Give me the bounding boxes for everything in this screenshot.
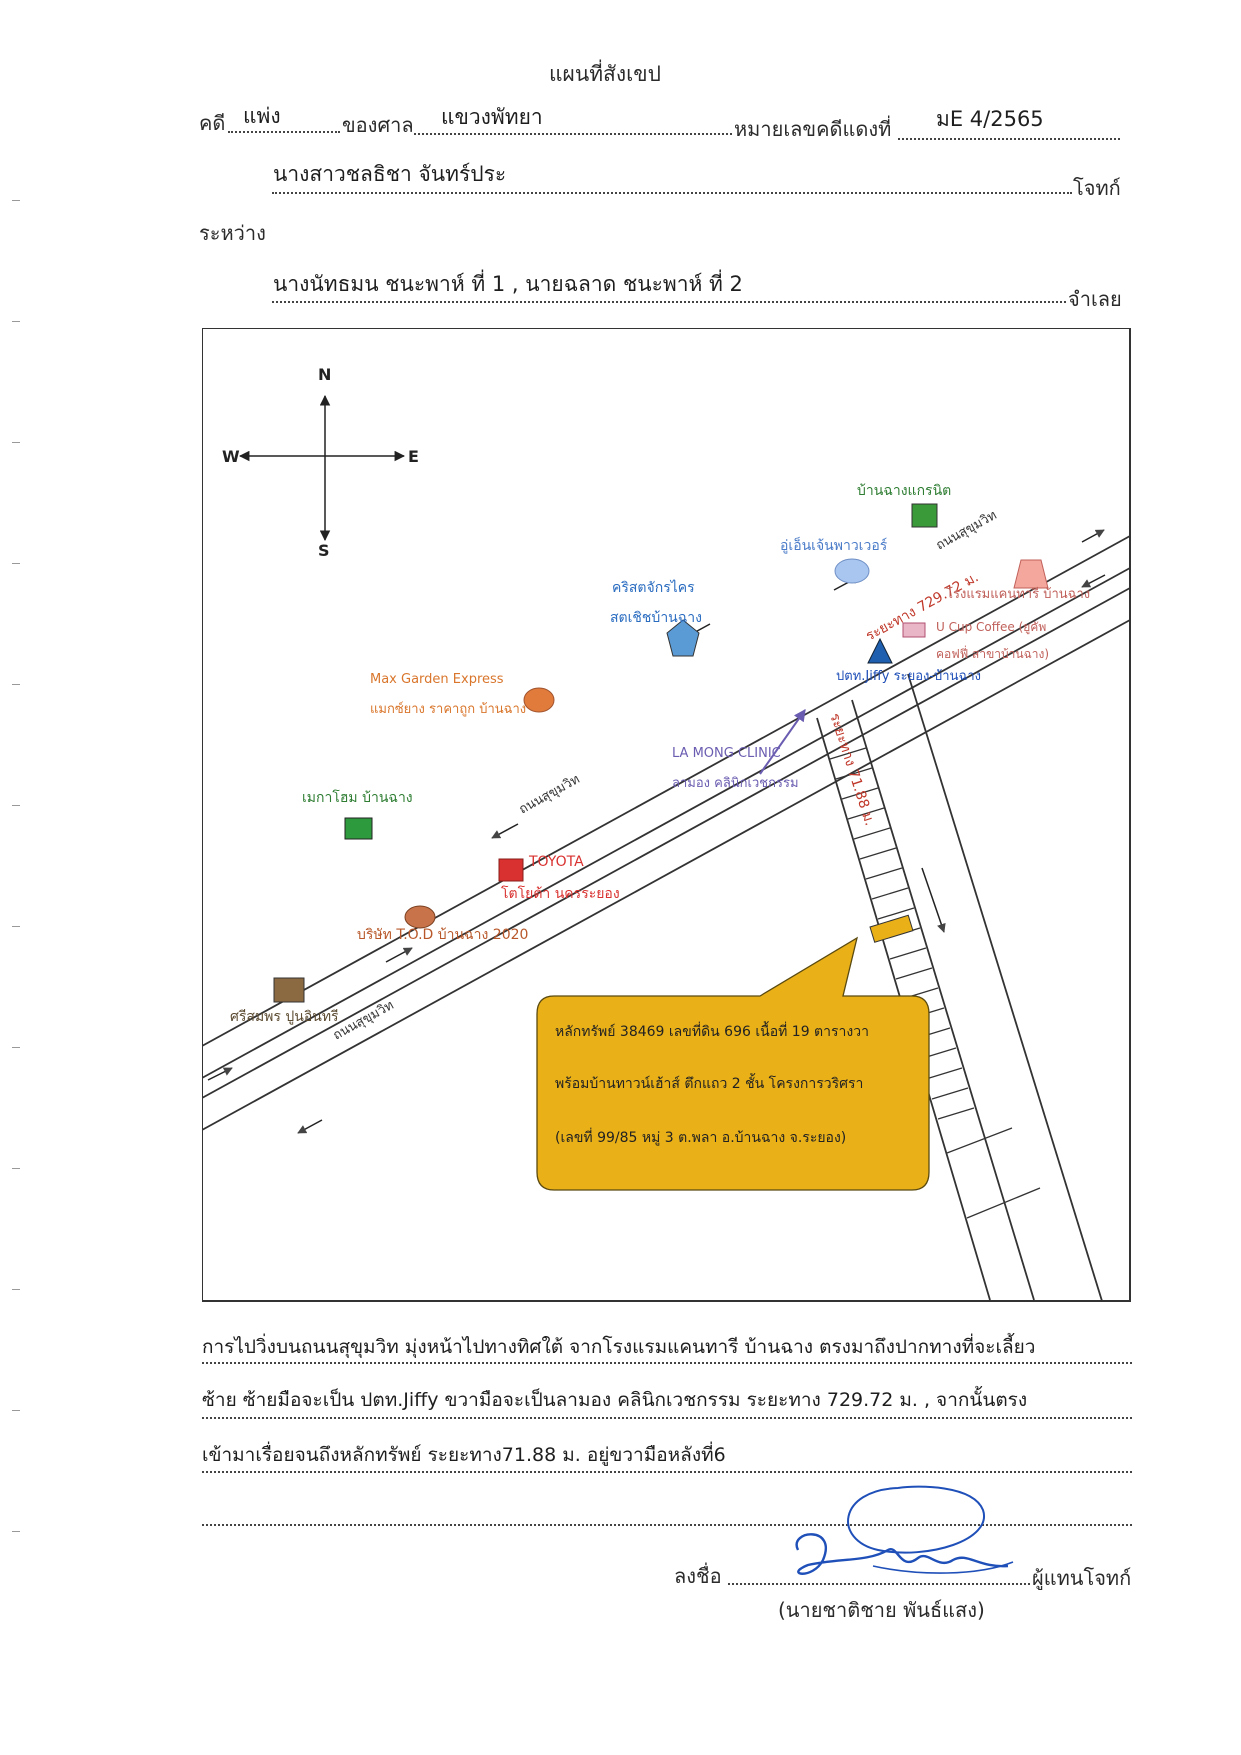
property-callout-bubble — [536, 936, 930, 1191]
distance-soi-arrow — [921, 867, 946, 933]
power-shop-marker — [834, 558, 870, 584]
case-type-value: แพ่ง — [243, 104, 281, 128]
case-label: คดี — [199, 111, 226, 135]
case-number-dotline — [898, 138, 1120, 140]
max-garden-label-1: Max Garden Express — [370, 672, 504, 687]
directions-dotline-3 — [202, 1471, 1132, 1473]
hotel-marker — [1013, 559, 1049, 589]
signer-role: ผู้แทนโจทก์ — [1032, 1566, 1132, 1590]
road-label-2: ถนนสุขุมวิท — [517, 772, 583, 818]
power-shop-label: อู่เอ็นเจ้นพาวเวอร์ — [780, 536, 888, 554]
lamong-pointer-arrow — [759, 709, 806, 775]
ucup-marker — [902, 622, 926, 638]
granite-shop-label: บ้านฉางแกรนิต — [857, 483, 951, 499]
margin-ticks — [12, 80, 20, 1630]
plaintiff-label: โจทก์ — [1073, 176, 1121, 200]
callout-line-3: (เลขที่ 99/85 หมู่ 3 ต.พลา อ.บ้านฉาง จ.ร… — [555, 1128, 846, 1146]
mega-home-label: เมกาโฮม บ้านฉาง — [302, 789, 413, 806]
directions-dotline-4 — [202, 1524, 1132, 1526]
tod-marker — [404, 905, 436, 929]
compass-south: S — [318, 541, 330, 560]
church-label-2: สตเชิชบ้านฉาง — [610, 610, 702, 626]
between-label: ระหว่าง — [199, 221, 266, 245]
directions-line-2: ซ้าย ซ้ายมือจะเป็น ปตท.Jiffy ขวามือจะเป็… — [202, 1389, 1028, 1411]
directions-line-1: การไปวิ่งบนถนนสุขุมวิท มุ่งหน้าไปทางทิศใ… — [202, 1336, 1036, 1358]
max-garden-label-2: แมกซ์ยาง ราคาถูก บ้านฉาง — [370, 701, 526, 717]
toyota-marker — [498, 858, 524, 882]
tod-label: บริษัท T.O.D บ้านฉาง 2020 — [357, 927, 528, 943]
compass-east: E — [408, 447, 419, 466]
court-name-value: แขวงพัทยา — [441, 105, 543, 129]
directions-line-3: เข้ามาเรื่อยจนถึงหลักทรัพย์ ระยะทาง71.88… — [202, 1444, 726, 1466]
case-number-value: มE 4/2565 — [936, 107, 1044, 131]
srisom-label: ศรีสมพร ปูนอินทรี — [230, 1009, 339, 1025]
distance-soi-label: ระยะทาง 71.88 ม. — [826, 711, 877, 828]
jiffy-label: ปตท.Jiffy ระยอง-บ้านฉาง — [836, 669, 981, 684]
callout-line-1: หลักทรัพย์ 38469 เลขที่ดิน 696 เนื้อที่ … — [555, 1021, 869, 1040]
lamong-label-2: ลามอง คลินิกเวชกรรม — [672, 776, 799, 791]
church-label-1: คริสตจักรไคร — [612, 579, 695, 596]
defendant-names: นางนัทธมน ชนะพาห์ ที่ 1 , นายฉลาด ชนะพาห… — [273, 272, 743, 296]
callout-line-2: พร้อมบ้านทาวน์เฮ้าส์ ตึกแถว 2 ชั้น โครงก… — [555, 1073, 863, 1092]
mega-home-marker — [344, 817, 373, 840]
road-label-3: ถนนสุขุมวิท — [331, 998, 397, 1044]
compass-west: W — [222, 447, 240, 466]
main-road — [202, 535, 1131, 1131]
jiffy-marker — [867, 637, 893, 664]
directions-dotline-1 — [202, 1362, 1132, 1364]
target-property-marker — [869, 914, 914, 943]
max-garden-marker — [523, 687, 555, 713]
signature-dotline — [728, 1583, 1030, 1585]
sketch-map: N S W E — [202, 328, 1131, 1302]
road-label-1: ถนนสุขุมวิท — [934, 508, 1000, 554]
directions-dotline-2 — [202, 1417, 1132, 1419]
ucup-label-2: คอฟฟี่ สาขาบ้านฉาง) — [936, 645, 1049, 661]
defendant-dotline — [272, 301, 1066, 303]
court-label: ของศาล — [342, 113, 414, 137]
map-frame — [202, 328, 1131, 1302]
court-dotline — [414, 133, 732, 135]
compass-rose: N S W E — [222, 365, 419, 560]
case-number-label: หมายเลขคดีแดงที่ — [734, 117, 892, 141]
plaintiff-dotline — [272, 192, 1072, 194]
ucup-label-1: U Cup Coffee (ยูคัพ — [936, 620, 1046, 635]
case-type-dotline — [228, 131, 340, 133]
toyota-label-1: TOYOTA — [528, 854, 584, 870]
handwritten-signature — [795, 1485, 1014, 1575]
granite-shop-marker — [911, 503, 938, 528]
hotel-label: โรงแรมแคนทารี บ้านฉาง — [946, 586, 1090, 602]
plaintiff-name: นางสาวชลธิชา จันทร์ประ — [273, 162, 507, 186]
church-marker — [666, 619, 700, 657]
toyota-label-2: โตโยต้า นครระยอง — [501, 885, 620, 902]
srisom-marker — [273, 977, 305, 1003]
lamong-label-1: LA MONG CLINIC — [672, 746, 781, 761]
signature-label: ลงชื่อ — [674, 1564, 722, 1588]
compass-north: N — [318, 365, 331, 384]
page-title: แผนที่สังเขป — [549, 62, 661, 86]
defendant-label: จำเลย — [1068, 287, 1122, 311]
signer-printed-name: (นายชาติชาย พันธ์แสง) — [778, 1598, 985, 1622]
